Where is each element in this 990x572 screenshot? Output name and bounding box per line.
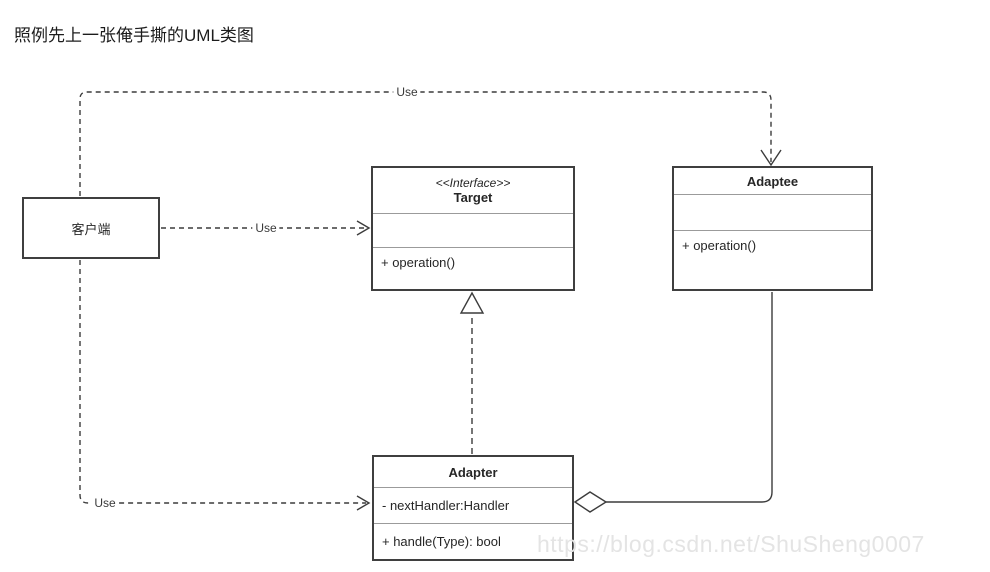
attributes-section-target [373, 213, 573, 247]
stereotype-label: <<Interface>> [435, 176, 511, 190]
open-arrowhead-adaptee [760, 149, 782, 167]
edge-label-use-top: Use [393, 85, 421, 99]
class-name-adapter: Adapter [448, 464, 498, 480]
edge-label-use-bottom: Use [91, 496, 119, 510]
attribute-label: - nextHandler:Handler [382, 498, 510, 513]
watermark-text: https://blog.csdn.net/ShuSheng0007 [537, 531, 925, 557]
method-label: + operation() [381, 255, 456, 270]
methods-section-adapter: + handle(Type): bool [374, 523, 572, 559]
attributes-section-adapter: - nextHandler:Handler [374, 487, 572, 523]
page-title: 照例先上一张俺手撕的UML类图 [14, 26, 254, 45]
edge-label-use-middle: Use [252, 221, 280, 235]
aggregation-diamond-icon [573, 491, 608, 513]
class-name-target: Target [453, 190, 493, 205]
open-arrowhead-adapter [356, 495, 371, 511]
class-box-adapter: Adapter - nextHandler:Handler + handle(T… [372, 455, 574, 561]
class-header-adaptee: Adaptee [674, 168, 871, 194]
edge-client-adaptee [79, 91, 772, 196]
methods-section-adaptee: + operation() [674, 230, 871, 289]
method-label: + operation() [682, 238, 757, 253]
open-arrowhead-target [356, 220, 371, 236]
class-box-client: 客户端 [22, 197, 160, 259]
attributes-section-adaptee [674, 194, 871, 230]
realization-triangle-icon [459, 291, 485, 314]
methods-section-target: + operation() [373, 247, 573, 289]
edge-client-adapter [79, 260, 366, 504]
class-box-target: <<Interface>> Target + operation() [371, 166, 575, 291]
class-header-adapter: Adapter [374, 457, 572, 487]
edge-adapter-aggregates-adaptee [606, 292, 773, 503]
method-label: + handle(Type): bool [382, 534, 501, 549]
class-header-target: <<Interface>> Target [373, 168, 573, 213]
class-name-client: 客户端 [71, 221, 111, 237]
class-box-adaptee: Adaptee + operation() [672, 166, 873, 291]
class-name-adaptee: Adaptee [746, 173, 799, 189]
